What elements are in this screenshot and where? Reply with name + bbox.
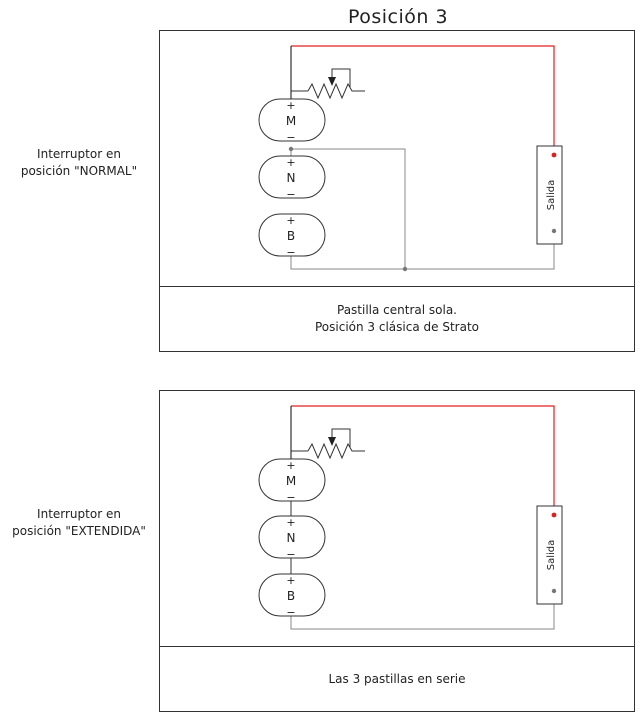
potentiometer-icon [291,68,365,100]
pickup-minus: − [286,131,295,144]
output-jack: Salida [536,505,563,605]
bottom-wire [290,231,555,270]
signal-wire [291,405,555,515]
potentiometer-icon [291,428,365,460]
junction-dot [288,146,294,152]
pickup-minus: − [286,606,295,619]
pickup-label: N [287,171,296,185]
pickup-plus: + [286,516,295,529]
pickup-n: + N − [258,515,326,561]
caption-line-1: Pastilla central sola. [337,303,457,317]
pickup-plus: + [286,459,295,472]
pickup-label: N [287,531,296,545]
signal-wire [291,45,555,155]
switch-position-label-extendida: Interruptor en posición "EXTENDIDA" [0,506,158,540]
side-label-line-1: Interruptor en [37,147,121,161]
pickup-plus: + [286,156,295,169]
jumper-wire [291,148,406,269]
pickup-plus: + [286,214,295,227]
diagram-caption: Pastilla central sola. Posición 3 clásic… [160,286,634,351]
bottom-wire [290,591,555,630]
pickup-minus: − [286,491,295,504]
pickup-label: B [287,229,295,243]
pickup-b: + B − [258,573,326,619]
side-label-line-2: posición "NORMAL" [20,164,138,178]
diagram-panel-extendida: Salida + M − + N − + B − Las 3 pastillas… [159,390,635,712]
switch-position-label-normal: Interruptor en posición "NORMAL" [0,146,158,180]
pickup-m: + M − [258,458,326,504]
pickup-label: M [286,474,296,488]
page-title: Posición 3 [347,6,449,28]
pickup-m: + M − [258,98,326,144]
output-label: Salida [546,180,557,211]
circuit-diagram-normal: Salida + M − + N − + B − [258,45,563,272]
circuit-diagram-extendida: Salida + M − + N − + B − [258,405,563,630]
side-label-line-1: Interruptor en [37,507,121,521]
pickup-label: M [286,114,296,128]
pickup-plus: + [286,99,295,112]
pickup-plus: + [286,574,295,587]
pickup-minus: − [286,548,295,561]
pickup-minus: − [286,246,295,259]
caption-line-1: Las 3 pastillas en serie [328,671,466,686]
pickup-label: B [287,589,295,603]
output-label: Salida [546,540,557,571]
diagram-caption: Las 3 pastillas en serie [160,646,634,711]
caption-line-2: Posición 3 clásica de Strato [315,320,479,334]
output-jack: Salida [536,145,563,245]
pickup-n: + N − [258,155,326,201]
diagram-panel-normal: Salida + M − + N − + B − Pastilla centra… [159,30,635,352]
junction-dot [402,266,408,272]
pickup-minus: − [286,188,295,201]
pickup-b: + B − [258,213,326,259]
side-label-line-2: posición "EXTENDIDA" [12,524,146,538]
